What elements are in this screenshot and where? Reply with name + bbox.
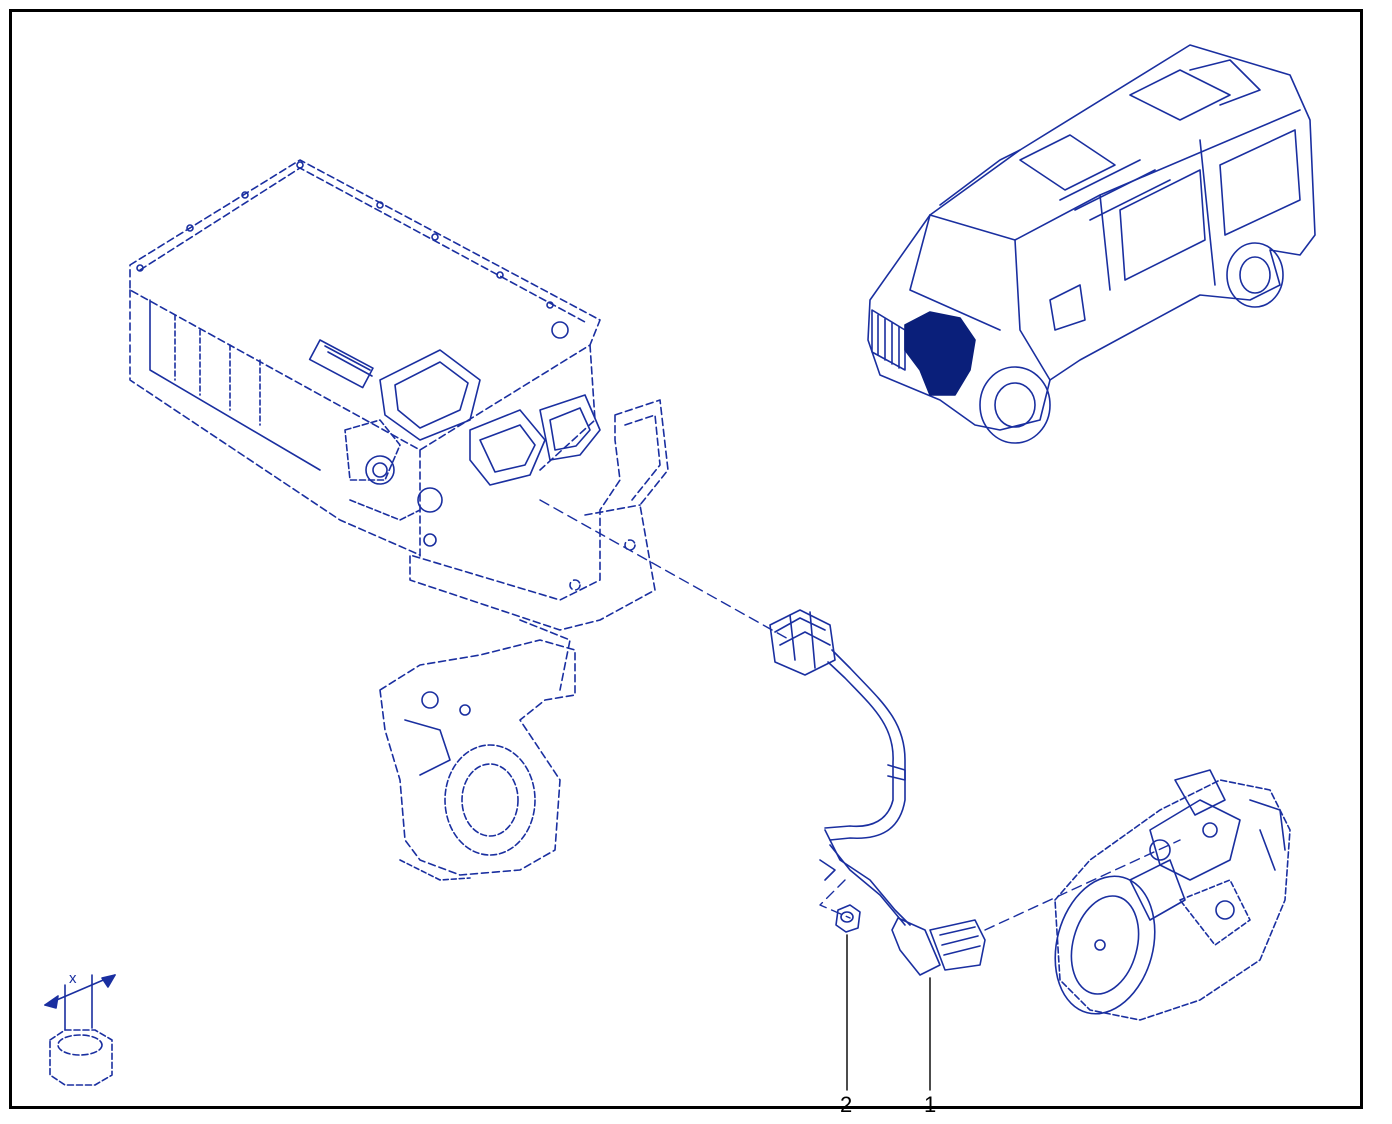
compressor-harness [769,609,986,976]
alignment-leaders [539,499,1181,931]
callout-1-label: 1 [924,1092,937,1117]
mounting-bracket [409,399,669,631]
highlighted-inverter-icon [904,311,976,396]
torque-symbol-label: x [69,970,77,987]
torque-symbol [44,974,116,1086]
nut-part [835,904,861,933]
van-locator [867,44,1316,444]
callout-leaders [846,934,931,1091]
callout-2-label: 2 [840,1092,853,1117]
diagram-frame [9,9,1363,1109]
motor-housing [379,619,576,881]
inverter-unit [129,159,601,561]
electric-compressor [1054,769,1291,1021]
